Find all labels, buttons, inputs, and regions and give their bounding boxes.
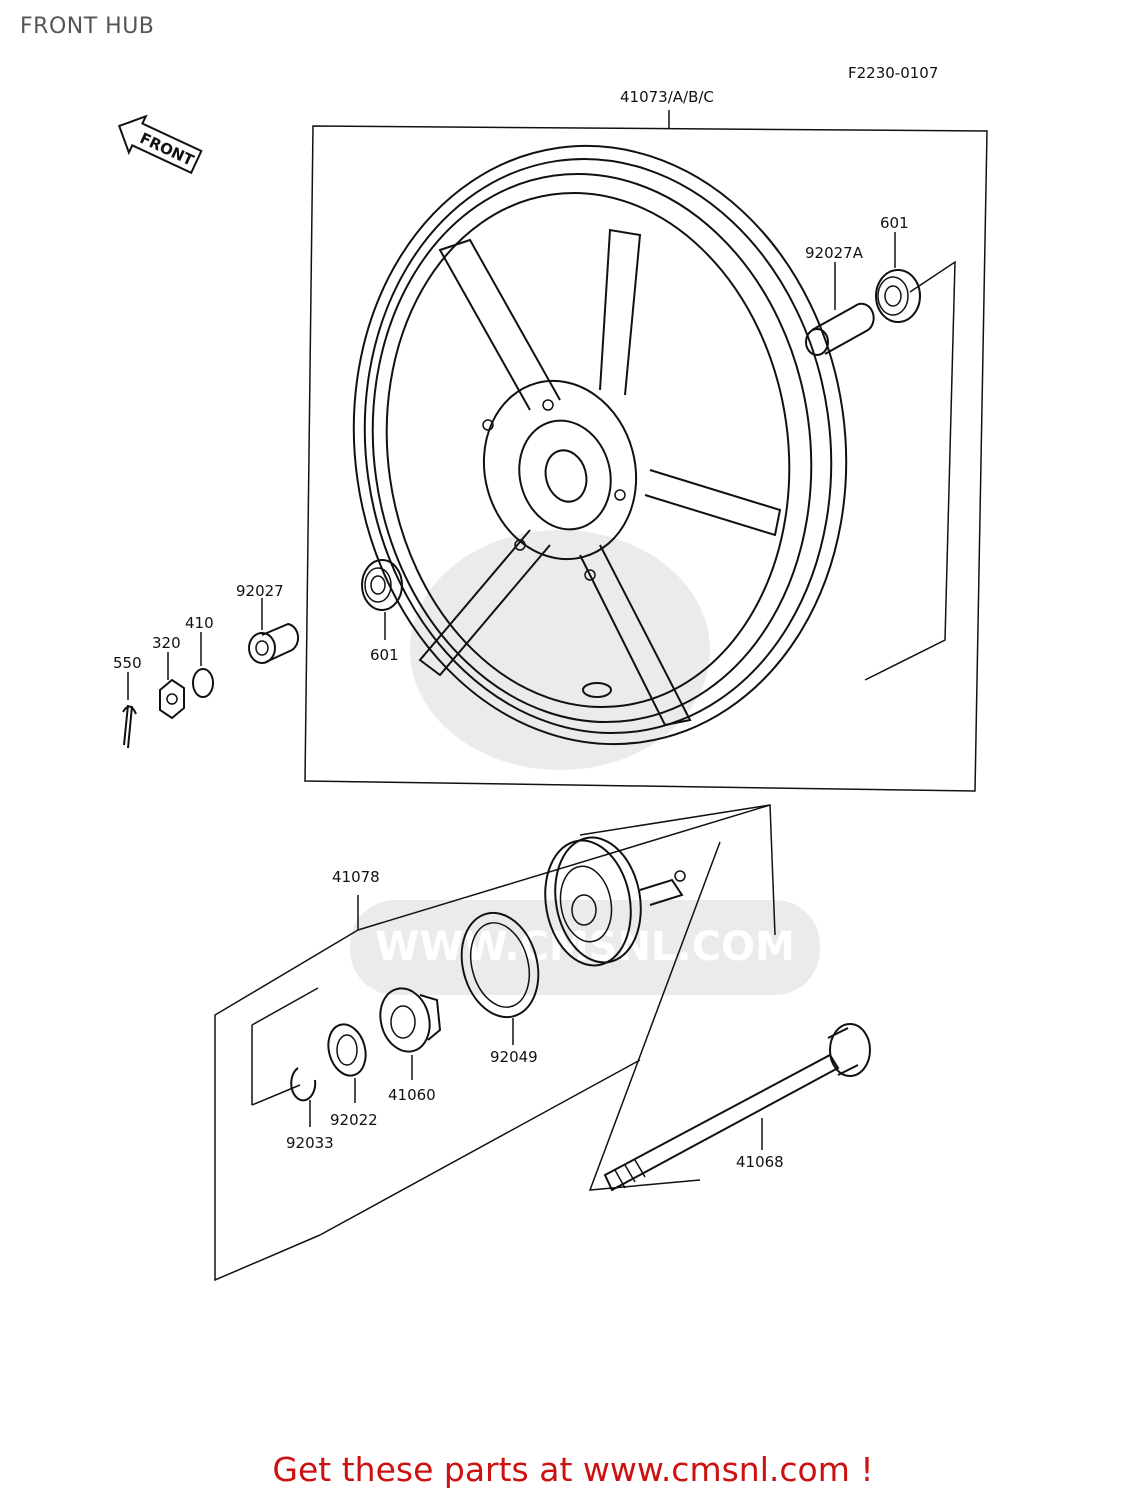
bearing-left	[361, 559, 403, 611]
oil-seal	[460, 911, 540, 1019]
label-speedo-gear: 41060	[388, 1086, 436, 1104]
label-washer: 410	[185, 614, 214, 632]
axle	[603, 1023, 871, 1192]
label-wheel: 41073/A/B/C	[620, 88, 714, 106]
spacer-right	[805, 302, 875, 356]
label-bearing-left: 601	[370, 646, 399, 664]
promo-footer-link[interactable]: Get these parts at www.cmsnl.com !	[272, 1450, 874, 1489]
label-seal: 92049	[490, 1048, 538, 1066]
cotter-pin	[122, 704, 137, 749]
speedometer-gear	[379, 987, 442, 1053]
circlip	[290, 1067, 317, 1102]
watermark-text: WWW.CMSNL.COM	[375, 924, 795, 970]
label-nut: 320	[152, 634, 181, 652]
label-cotter-pin: 550	[113, 654, 142, 672]
front-arrow-icon: FRONT	[117, 114, 203, 175]
label-spacer-right: 92027A	[805, 244, 864, 262]
gear-washer	[327, 1023, 367, 1077]
label-bearing-right: 601	[880, 214, 909, 232]
label-spacer-left: 92027	[236, 582, 284, 600]
label-circlip: 92033	[286, 1134, 334, 1152]
parts-diagram: WWW.CMSNL.COM F2230-0107 FRONT 41073/A/B…	[113, 64, 988, 1282]
watermark: WWW.CMSNL.COM	[350, 530, 820, 995]
label-gear-washer: 92022	[330, 1111, 378, 1129]
label-axle: 41068	[736, 1153, 784, 1171]
page-title: FRONT HUB	[20, 14, 155, 39]
cast-wheel	[352, 144, 848, 746]
hub-drum	[544, 836, 686, 967]
label-hub-assembly: 41078	[332, 868, 380, 886]
diagram-code: F2230-0107	[848, 64, 938, 82]
wheel-frame	[304, 125, 988, 792]
spacer-left	[248, 622, 300, 664]
washer	[192, 668, 214, 698]
castle-nut	[159, 678, 185, 720]
bearing-right	[875, 269, 921, 323]
